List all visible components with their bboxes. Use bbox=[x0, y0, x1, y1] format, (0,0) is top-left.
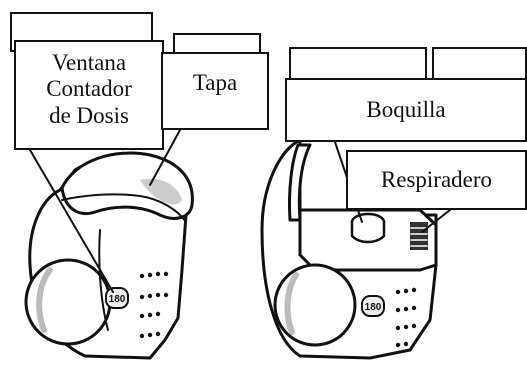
left-inhaler-rim bbox=[61, 193, 187, 223]
left-cover-shading bbox=[36, 267, 53, 333]
label-ventana-line3: de Dosis bbox=[49, 102, 129, 128]
right-dot-grid bbox=[395, 287, 417, 348]
right-vent bbox=[410, 222, 428, 250]
right-counter-number: 180 bbox=[365, 302, 382, 313]
right-dose-counter-window bbox=[361, 295, 385, 317]
leader-line-respiradero bbox=[421, 209, 451, 233]
left-dot-grid bbox=[139, 271, 169, 339]
right-mouthpiece-stem bbox=[350, 220, 386, 244]
label-tapa: Tapa bbox=[161, 52, 269, 130]
label-ventana-line2: Contador bbox=[46, 76, 132, 102]
left-body-edge bbox=[98, 229, 109, 331]
label-boquilla-text: Boquilla bbox=[366, 96, 446, 122]
leader-line-tapa bbox=[149, 129, 181, 186]
label-boquilla: Boquilla bbox=[285, 78, 527, 142]
boquilla-back-box-right bbox=[432, 47, 527, 81]
label-ventana-contador-dosis: Ventana Contador de Dosis bbox=[14, 40, 164, 150]
label-respiradero-text: Respiradero bbox=[380, 166, 493, 192]
boquilla-back-box-left bbox=[289, 47, 427, 81]
leader-line-ventana bbox=[29, 149, 114, 293]
label-respiradero: Respiradero bbox=[346, 150, 527, 210]
right-cover-shading bbox=[284, 272, 299, 335]
label-tapa-text: Tapa bbox=[192, 70, 238, 95]
right-mouthpiece-cover bbox=[273, 263, 357, 347]
left-dose-counter-window bbox=[105, 287, 129, 309]
left-counter-number: 180 bbox=[109, 294, 126, 305]
right-vent-slats bbox=[410, 227, 428, 247]
right-inhaler bbox=[260, 138, 451, 360]
label-ventana-line1: Ventana bbox=[51, 50, 127, 75]
left-inhaler bbox=[24, 129, 194, 360]
